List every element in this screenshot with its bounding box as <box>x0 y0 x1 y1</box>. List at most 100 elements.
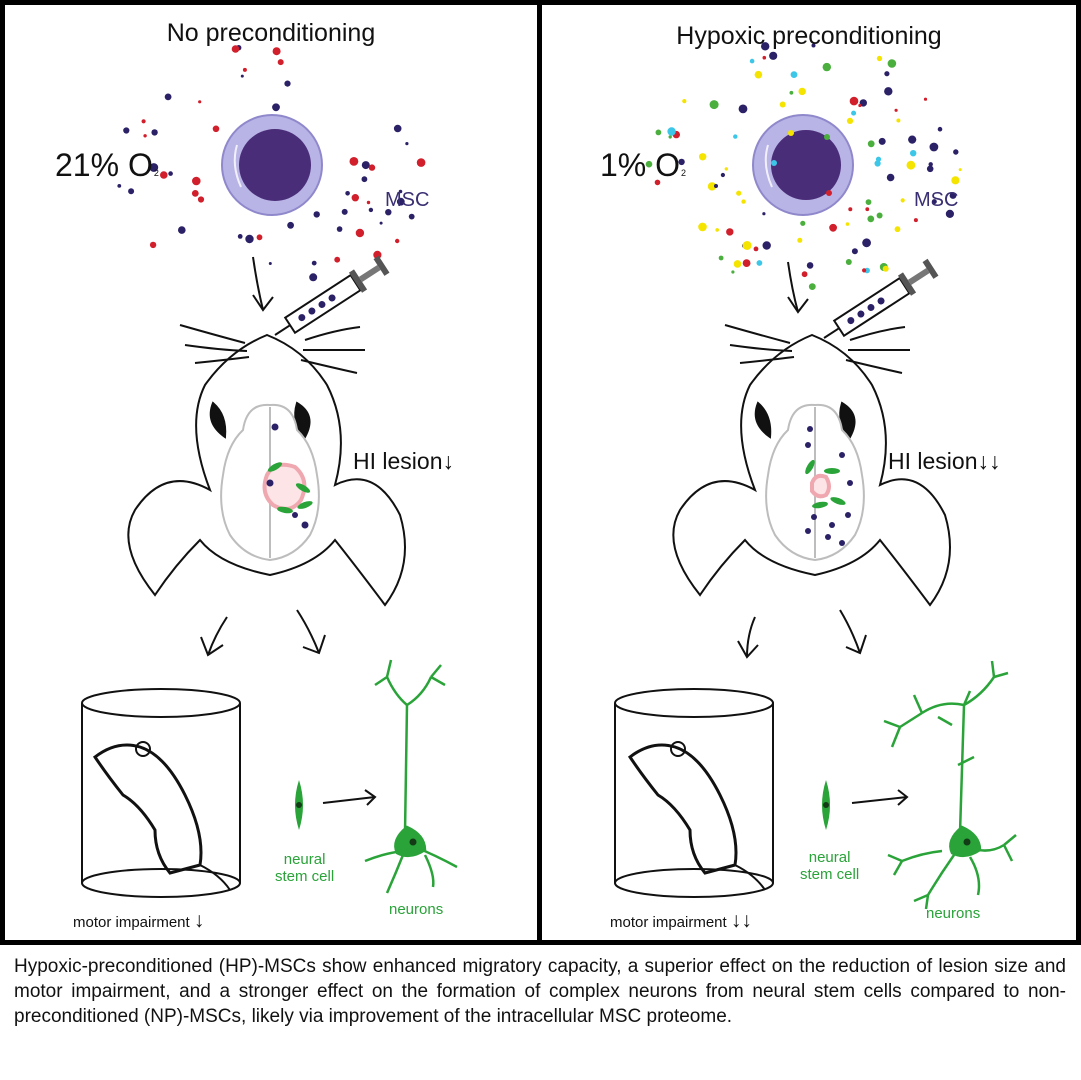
factor-dot <box>887 59 897 68</box>
factor-dot <box>808 283 816 290</box>
neural-stem-cell-icon <box>822 780 830 830</box>
factor-dot <box>762 212 766 216</box>
factor-dot <box>884 71 890 77</box>
msc-label: MSC <box>914 189 959 211</box>
motor-label: motor impairment ↓ <box>73 909 204 933</box>
factor-dot <box>398 189 403 194</box>
factor-dot <box>867 215 875 223</box>
factor-dot <box>334 256 341 263</box>
factor-dot <box>313 211 320 218</box>
rat-brain-icon <box>127 324 406 607</box>
factor-dot <box>789 90 794 95</box>
panel-no-preconditioning: No preconditioning 21% O2 MSC HI lesion↓… <box>0 0 542 945</box>
syringe-icon <box>274 255 390 336</box>
factor-dot <box>742 259 751 267</box>
factor-dot <box>849 96 859 106</box>
lesion-text: HI lesion <box>888 448 978 474</box>
motor-text: motor impairment <box>73 914 190 931</box>
factor-dot <box>753 246 759 252</box>
lesion-text: HI lesion <box>353 448 443 474</box>
factor-dot <box>931 199 937 205</box>
rat-cylinder-icon <box>81 688 241 898</box>
factor-dot <box>151 129 158 136</box>
factor-dot <box>361 176 368 183</box>
factor-dot <box>876 55 883 62</box>
factor-dot <box>698 222 707 232</box>
factor-dot <box>949 192 957 199</box>
factor-dot <box>878 137 886 145</box>
factor-dot <box>405 142 409 146</box>
stem-label-line-1: neural <box>283 851 326 868</box>
lesion-label: HI lesion↓↓ <box>888 448 1000 475</box>
arrows-to-outcomes <box>200 609 377 806</box>
factor-dot <box>742 241 752 250</box>
factor-dot <box>923 97 928 101</box>
factor-dot <box>926 165 934 173</box>
factor-dot <box>149 163 159 172</box>
factor-dot <box>756 260 763 266</box>
panel-left-illustration <box>81 45 458 898</box>
factor-dot <box>396 197 405 206</box>
factor-dot <box>143 134 147 138</box>
factor-dot <box>762 55 767 60</box>
msc-cell-icon <box>221 114 323 216</box>
lesion-icon <box>805 426 853 546</box>
neural-stem-cell-icon <box>295 780 303 830</box>
stem-label-line-2: stem cell <box>275 868 335 885</box>
factor-dot <box>736 190 742 196</box>
factor-dot <box>197 196 205 203</box>
factor-dot <box>242 67 247 72</box>
factor-dot <box>268 262 272 265</box>
factor-dot <box>913 218 918 223</box>
factor-dot <box>741 199 746 204</box>
factor-dot <box>845 259 852 265</box>
motor-label: motor impairment ↓↓ <box>610 909 752 933</box>
lesion-icon <box>262 423 313 529</box>
factor-dot <box>865 207 870 212</box>
motor-arrows: ↓↓ <box>730 909 752 932</box>
oxygen-text: 21% O <box>55 147 153 183</box>
factor-dot <box>894 108 898 112</box>
factor-dot <box>928 162 933 167</box>
factor-dot <box>733 260 742 268</box>
factor-dot <box>929 142 939 152</box>
factor-dot <box>862 268 867 273</box>
factor-dot <box>848 207 853 212</box>
factor-dot <box>738 104 748 114</box>
factor-dot <box>168 171 173 176</box>
factor-dot <box>865 199 872 206</box>
factor-dot <box>192 176 201 186</box>
factor-dot <box>958 168 962 172</box>
factor-dot <box>797 237 803 243</box>
factor-dot <box>859 99 867 107</box>
factor-dot <box>851 110 857 116</box>
factor-dot <box>284 80 291 87</box>
factor-dot <box>726 228 734 236</box>
factor-dot <box>876 212 883 219</box>
motor-text: motor impairment <box>610 914 727 931</box>
factor-dot <box>945 209 954 218</box>
factor-dot <box>654 179 661 186</box>
factor-dot <box>806 262 814 269</box>
factor-dot <box>800 220 806 226</box>
stem-label-line-1: neural <box>808 849 851 866</box>
factor-dot <box>896 118 901 123</box>
factor-dot <box>351 194 359 202</box>
factor-dot <box>408 213 415 220</box>
factor-dot <box>749 58 755 64</box>
factor-dot <box>733 134 738 139</box>
factor-dot <box>668 135 672 139</box>
factor-dot <box>416 158 426 167</box>
factor-dot <box>287 221 294 229</box>
lesion-arrows: ↓↓ <box>977 448 1001 474</box>
factor-dot <box>858 103 862 108</box>
factor-dot <box>272 47 281 56</box>
syringe-icon <box>823 258 939 339</box>
factor-dot <box>678 158 685 166</box>
factor-dot <box>779 101 786 108</box>
factor-dot <box>361 161 370 170</box>
factor-dot <box>349 157 359 166</box>
factor-dot <box>884 87 893 96</box>
